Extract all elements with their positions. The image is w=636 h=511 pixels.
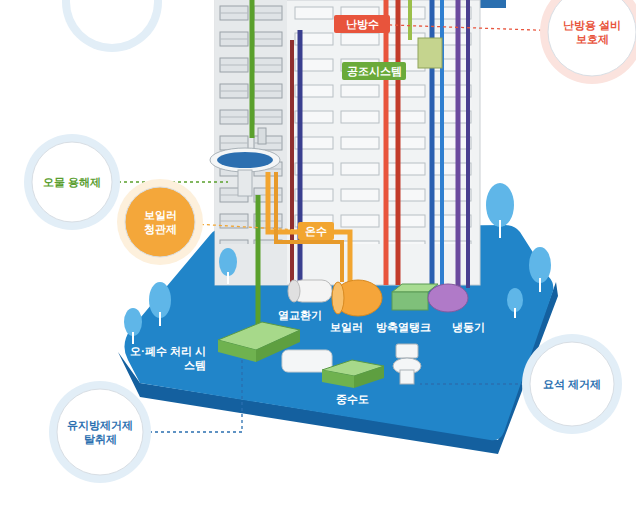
equipment-label: 보일러 [330, 320, 363, 334]
circle-body [57, 389, 143, 475]
callout-circle [70, 0, 154, 44]
circle-outline [125, 187, 195, 257]
node-text: 공조시스템 [347, 64, 402, 78]
equipment-label: 방축열탱크 [376, 320, 431, 334]
trees [124, 183, 551, 336]
equipment-label: 냉동기 [452, 320, 485, 334]
circle-body [530, 342, 614, 426]
sink [210, 128, 280, 196]
circle-body [548, 0, 636, 76]
callout-halo [62, 0, 162, 52]
leader-connector [195, 224, 298, 230]
heat-exchanger [288, 280, 332, 302]
node-text: 요석 제거제 [543, 377, 601, 391]
node-text: 난방수 [346, 17, 379, 31]
circle-halo [540, 0, 636, 84]
circle-halo [24, 134, 120, 230]
callout-circle: 오물 용해제 [32, 142, 112, 222]
callout-circle: 유지방제거제 탈취제 [57, 389, 143, 475]
callout-circle: 요석 제거제 [530, 342, 614, 426]
node-text: 오물 용해제 [43, 175, 101, 189]
label-box: 난방수 [334, 15, 390, 33]
circle-body [32, 142, 112, 222]
air-handler [418, 38, 442, 68]
pipes [252, 0, 468, 336]
leader-lines [112, 182, 530, 432]
label-box: 온수 [298, 222, 334, 240]
node-text: 보일러 청관제 [137, 208, 183, 237]
circle-body [125, 187, 195, 257]
equipment-label: 열교환기 [278, 308, 322, 322]
circle-halo [117, 179, 203, 265]
circle-halo [522, 334, 622, 434]
circle-halo [49, 381, 151, 483]
node-text: 유지방제거제 탈취제 [65, 418, 135, 447]
callout-circle: 보일러 청관제 [125, 187, 195, 257]
node-text: 난방용 설비보호제 [561, 18, 623, 47]
toilet [393, 344, 421, 384]
boiler [332, 280, 382, 316]
leader-connector [390, 25, 548, 30]
chiller [428, 284, 468, 312]
callout-circle: 난방용 설비보호제 [548, 0, 636, 76]
label-box: 공조시스템 [342, 62, 406, 80]
circle-outline [57, 389, 143, 475]
equipment-label: 오·폐수 처리 시스템 [126, 344, 206, 373]
greywater-tank [322, 360, 384, 388]
node-text: 온수 [305, 224, 327, 238]
equipment-label: 중수도 [336, 392, 369, 406]
